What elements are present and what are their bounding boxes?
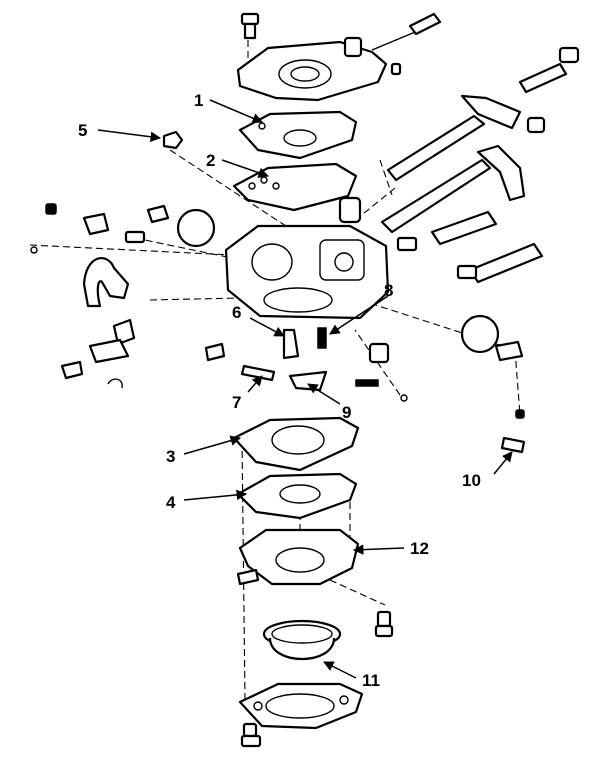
callout-7: 7 <box>232 393 241 412</box>
carburetor-body <box>224 196 390 320</box>
callout-10: 10 <box>462 471 481 490</box>
center-parts <box>240 314 525 419</box>
callout-numbers: 1 2 3 4 5 6 7 8 9 10 11 12 <box>78 91 481 690</box>
left-parts <box>30 203 226 389</box>
lower-body-part-12 <box>236 528 394 638</box>
callout-8: 8 <box>384 281 393 300</box>
clip-part-10 <box>500 436 526 454</box>
callout-1: 1 <box>194 91 203 110</box>
callout-12: 12 <box>410 539 429 558</box>
top-cover <box>236 12 442 102</box>
bottom-flange <box>238 682 364 748</box>
callout-11: 11 <box>362 671 380 690</box>
nut-part-5 <box>162 130 184 150</box>
primer-bulb-part-11 <box>262 619 342 660</box>
callout-9: 9 <box>342 403 351 422</box>
callout-5: 5 <box>78 121 87 140</box>
gasket-4 <box>236 472 358 520</box>
callout-4: 4 <box>166 493 176 512</box>
callout-3: 3 <box>166 447 175 466</box>
throttle-shafts <box>380 46 580 284</box>
callout-6: 6 <box>232 303 241 322</box>
gasket-3 <box>232 416 360 472</box>
callout-2: 2 <box>206 151 215 170</box>
callout-leaders <box>97 99 513 679</box>
gasket-1 <box>238 110 358 160</box>
